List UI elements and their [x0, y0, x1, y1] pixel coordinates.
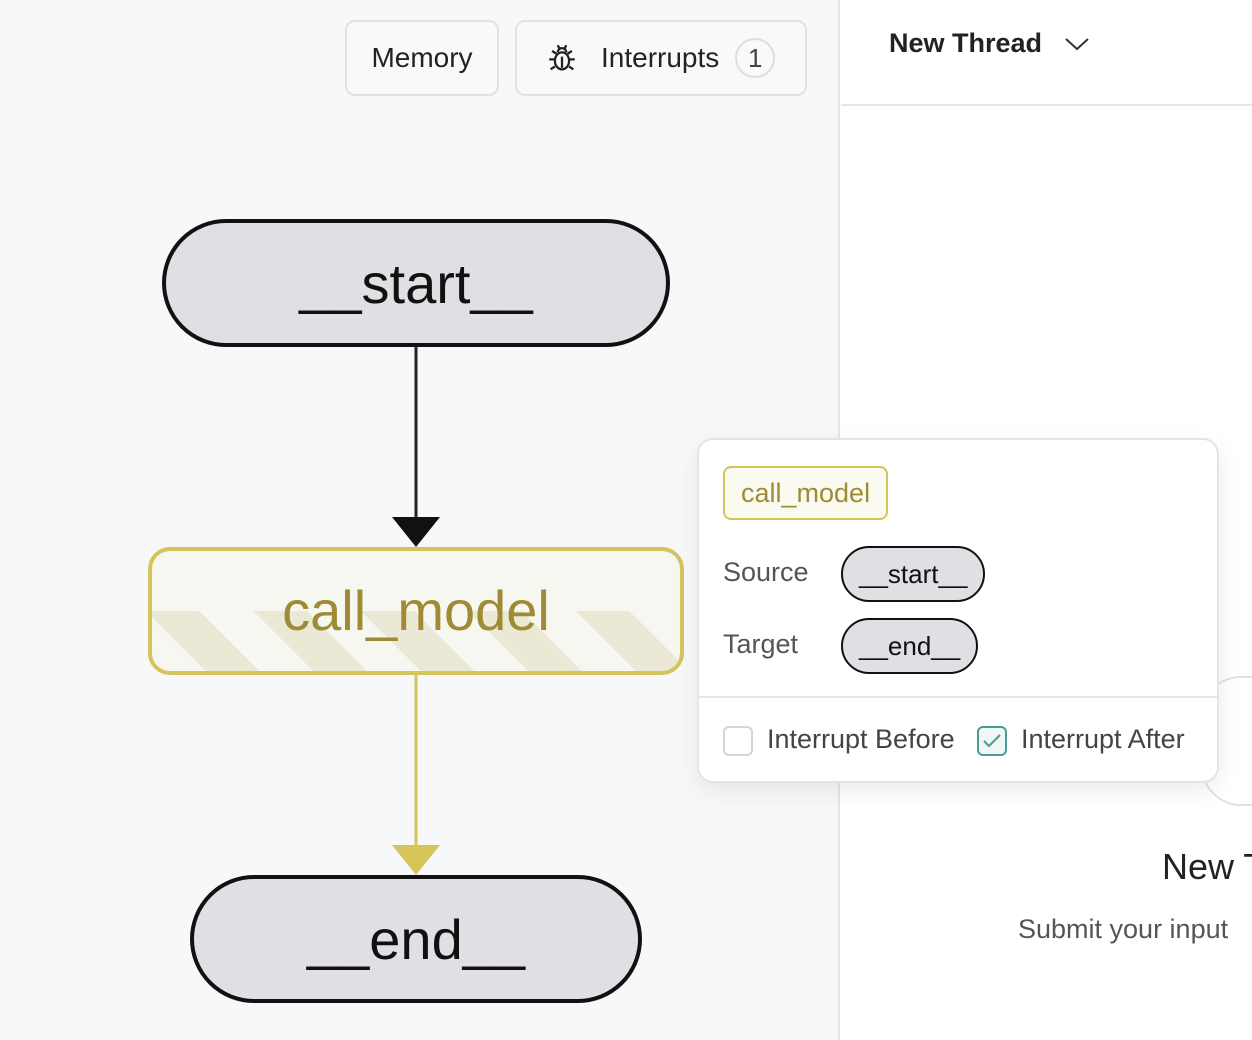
interrupt-after-checkbox[interactable]	[977, 726, 1007, 756]
interrupts-label: Interrupts	[601, 42, 720, 73]
node-popover: call_model Source __start__ Target __end…	[697, 438, 1219, 783]
interrupt-before-label: Interrupt Before	[767, 724, 955, 754]
divider	[699, 696, 1217, 698]
divider	[841, 104, 1252, 106]
graph-edges	[392, 347, 440, 875]
check-icon	[983, 734, 1001, 748]
node-tag: call_model	[723, 466, 889, 520]
thread-selector[interactable]: New Thread	[889, 28, 1090, 59]
memory-label: Memory	[371, 42, 473, 73]
node-label: __end__	[306, 907, 525, 971]
interrupt-before-checkbox[interactable]	[723, 726, 753, 756]
node-label: __start__	[299, 251, 533, 315]
interrupts-button[interactable]: Interrupts 1	[515, 20, 807, 96]
source-label: Source	[723, 557, 809, 587]
empty-title: New T	[1162, 846, 1252, 887]
arrowhead-yellow	[392, 845, 440, 875]
node-end[interactable]: __end__	[190, 875, 642, 1003]
empty-subtitle: Submit your input	[1018, 914, 1229, 944]
memory-button[interactable]: Memory	[345, 20, 499, 96]
interrupts-count-badge: 1	[735, 38, 776, 78]
bug-icon	[549, 44, 575, 71]
thread-selector-label: New Thread	[889, 28, 1043, 58]
target-label: Target	[723, 629, 799, 659]
arrowhead-black	[392, 517, 440, 547]
chevron-down-icon	[1065, 37, 1089, 50]
interrupt-after-label: Interrupt After	[1021, 724, 1185, 754]
node-start[interactable]: __start__	[162, 219, 670, 347]
source-node-pill[interactable]: __start__	[841, 546, 986, 602]
target-node-pill[interactable]: __end__	[841, 618, 979, 674]
node-call-model[interactable]: call_model	[148, 547, 684, 675]
node-label: call_model	[282, 579, 550, 642]
